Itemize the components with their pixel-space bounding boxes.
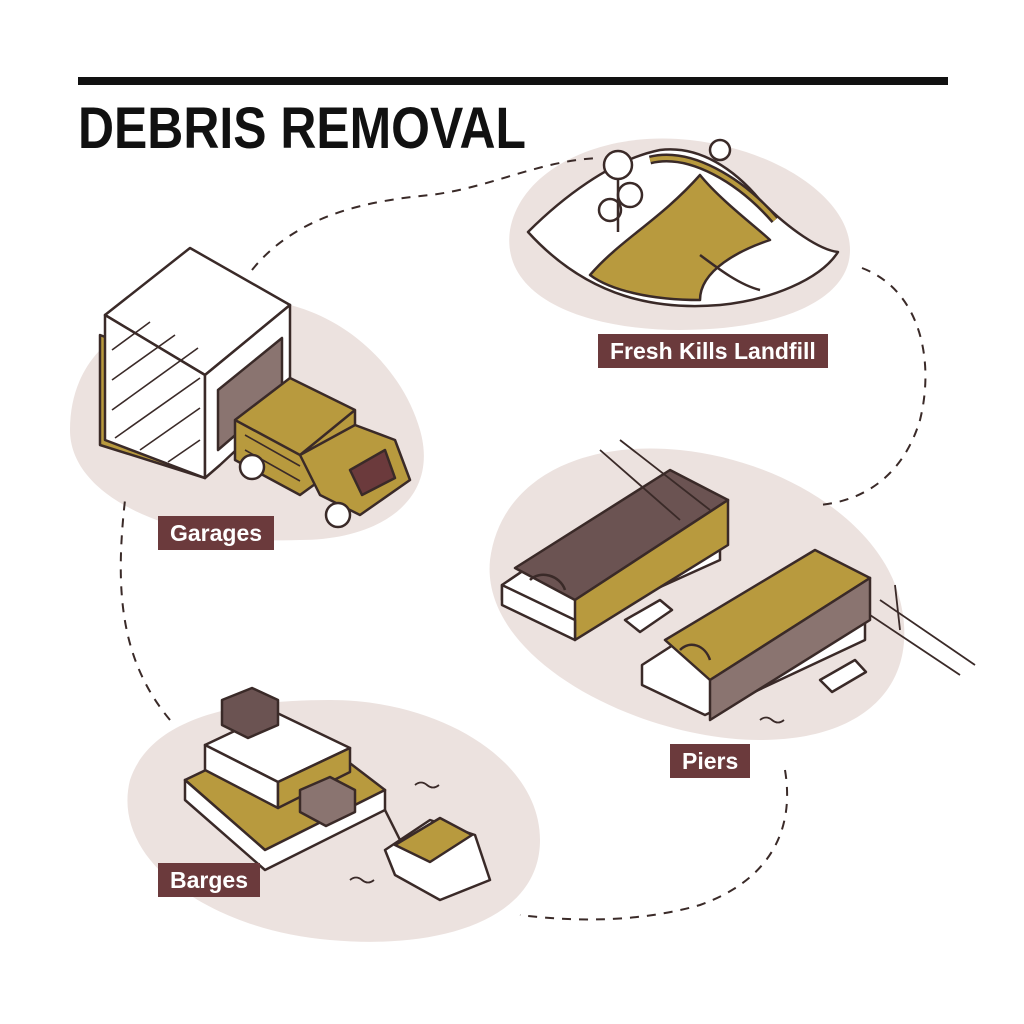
barge-icon [183,686,785,902]
pier-boat-2 [818,658,868,694]
barge-tow-line [383,809,402,841]
pier-lines [599,439,976,676]
landfill-debris-stream [588,173,772,302]
pier-right [640,548,872,722]
water-squiggles [349,716,785,884]
landfill-hill-icon [526,138,840,308]
pier-boat-1 [623,598,674,634]
label-fresh-kills-landfill: Fresh Kills Landfill [598,334,828,368]
piers-icon [500,439,976,722]
page-title: DEBRIS REMOVAL [78,96,527,161]
barge-cargo-3 [298,775,357,828]
top-rule [78,77,948,85]
garage-hatching [111,321,201,463]
truck-wheel-rear [238,453,266,481]
truck-windshield [348,448,397,497]
pier-left [500,468,730,642]
garage-truck-icon [98,246,412,529]
landfill-trees [597,138,732,232]
label-barges: Barges [158,863,260,897]
truck-wheel-front [324,501,352,529]
label-piers: Piers [670,744,751,778]
route-landfill-to-piers [819,267,927,506]
label-garages: Garages [158,516,275,550]
route-barges-to-garages [119,499,171,721]
barge-cargo-2 [220,686,280,740]
route-piers-to-barges [519,769,789,921]
route-path [119,157,927,921]
